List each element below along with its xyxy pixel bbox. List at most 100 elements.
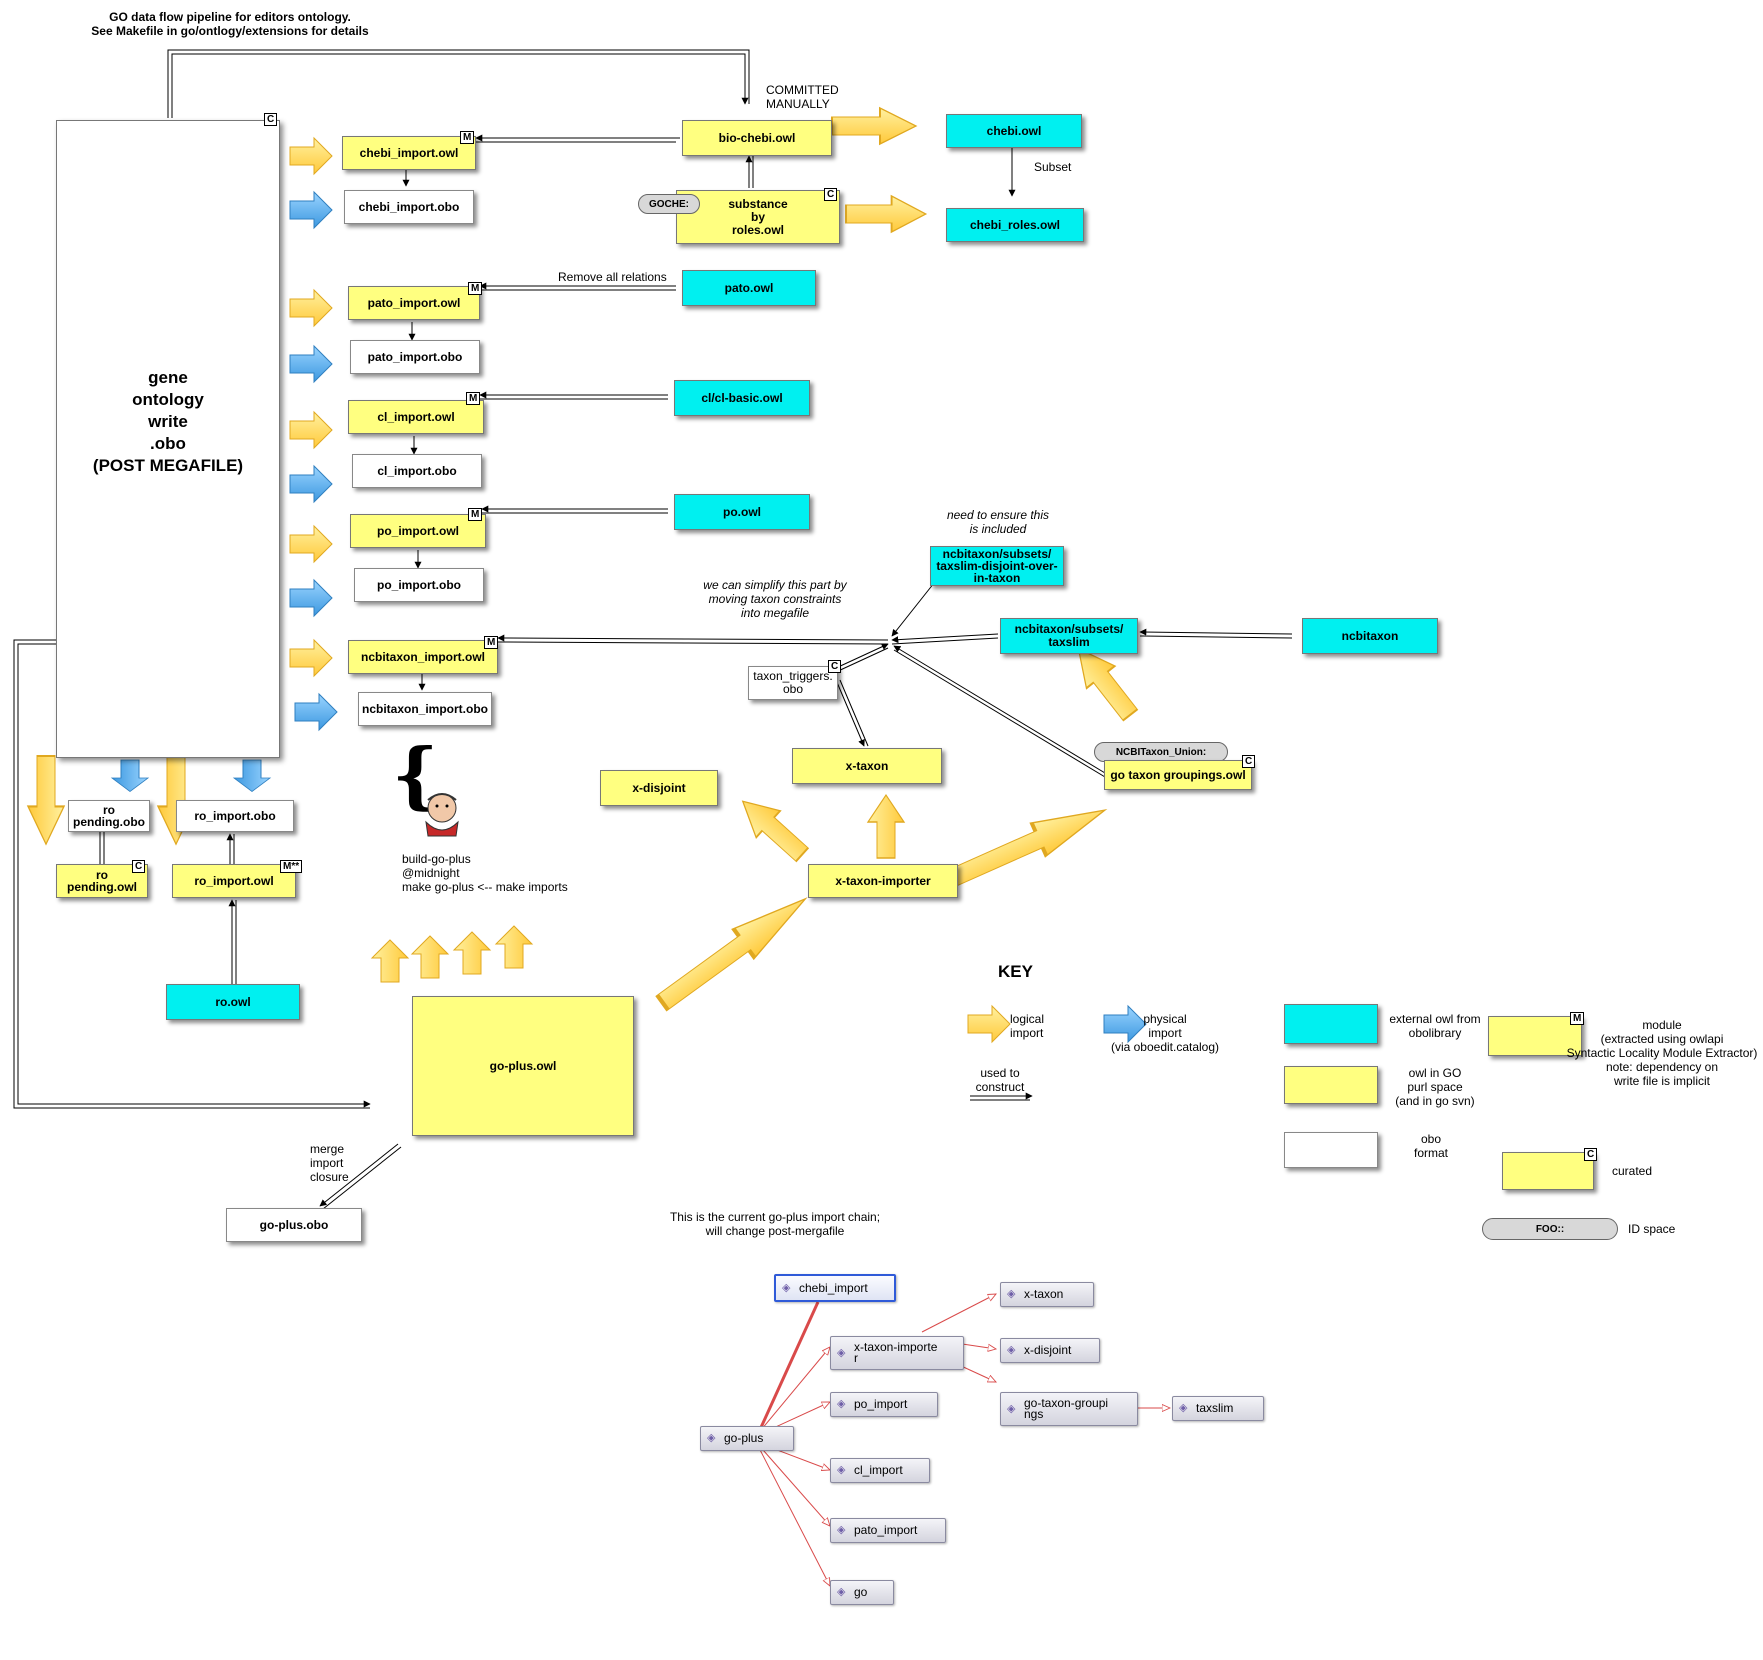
pg-node-go[interactable]: ◈go [830,1580,894,1605]
build-note-1: build-go-plus [402,852,471,866]
node-bio-chebi-owl[interactable]: bio-chebi.owl [682,120,832,156]
header-line-1: GO data flow pipeline for editors ontolo… [109,10,351,24]
node-go-plus-obo[interactable]: go-plus.obo [226,1208,362,1242]
node-taxslim-disjoint[interactable]: ncbitaxon/subsets/ taxslim-disjoint-over… [930,546,1064,586]
pg-label-x-taxon-importer-2: r [854,1351,858,1365]
key-physical-3: (via oboedit.catalog) [1110,1040,1220,1054]
edge-disjoint-to-hub [891,577,939,637]
node-cl-import-obo[interactable]: cl_import.obo [352,454,482,488]
node-chebi-import-owl[interactable]: chebi_import.owl [342,136,476,170]
physical-arrow-cl [289,465,333,503]
key-logical-2: import [1010,1026,1044,1040]
editors-file-box[interactable]: gene ontology write .obo (POST MEGAFILE) [56,120,280,758]
key-physical-1: physical [1143,1012,1187,1026]
node-pato-owl[interactable]: pato.owl [682,270,816,306]
ro-pending-obo-line-2: pending.obo [73,815,145,829]
node-ncbitaxon[interactable]: ncbitaxon [1302,618,1438,654]
key-curated-swatch [1502,1152,1594,1190]
key-module-4: note: dependency on [1605,1060,1719,1074]
key-id-space-label: ID space [1628,1222,1676,1236]
node-pato-import-obo[interactable]: pato_import.obo [350,340,480,374]
key-owl-in-go-swatch [1284,1066,1378,1104]
pg-node-taxslim[interactable]: ◈taxslim [1172,1396,1264,1421]
id-space-goche: GOCHE: [638,194,700,214]
node-chebi-roles-owl[interactable]: chebi_roles.owl [946,208,1084,242]
key-obo-swatch [1284,1132,1378,1168]
node-x-disjoint[interactable]: x-disjoint [600,770,718,806]
key-module-3: Syntactic Locality Module Extractor) [1566,1046,1758,1060]
node-chebi-import-obo[interactable]: chebi_import.obo [344,190,474,224]
node-ro-import-owl[interactable]: ro_import.owl [172,864,296,898]
taxslim-line-1: ncbitaxon/subsets/ [1014,622,1124,636]
node-go-plus-owl[interactable]: go-plus.owl [412,996,634,1136]
node-ro-owl[interactable]: ro.owl [166,984,300,1020]
ontology-icon: ◈ [837,1524,846,1536]
pg-label-go-taxon-groupings-1: go-taxon-groupi [1024,1396,1109,1410]
editors-file-title-5: (POST MEGAFILE) [92,456,244,475]
node-cl-basic-owl[interactable]: cl/cl-basic.owl [674,380,810,416]
pg-label-x-taxon-importer-1: x-taxon-importe [854,1340,938,1354]
key-external-2: obolibrary [1408,1026,1462,1040]
curated-badge: C [1584,1148,1598,1161]
pg-node-chebi-import[interactable]: ◈chebi_import [774,1274,896,1302]
physical-arrow-chebi [289,191,333,229]
logical-arrow-go-plus-to-x-taxon-importer [650,882,818,1019]
committed-note-1: COMMITTED [766,83,839,97]
ontology-icon: ◈ [1007,1402,1016,1415]
node-chebi-owl[interactable]: chebi.owl [946,114,1082,148]
logical-arrow-pato [289,289,333,327]
edge-ncbitaxon-to-taxslim-double [1139,635,1293,639]
taxslim-line-2: taxslim [1048,635,1090,649]
editors-file-title-3: write [148,412,188,431]
simplify-note-3: into megafile [740,606,810,620]
physical-arrow-pato [289,345,333,383]
build-note-2: @midnight [402,866,460,880]
pg-node-pato-import[interactable]: ◈pato_import [830,1518,946,1543]
node-ncbitaxon-import-obo[interactable]: ncbitaxon_import.obo [358,692,492,726]
edge-taxon-triggers-to-x-taxon-double [839,679,869,747]
ontology-icon: ◈ [1007,1344,1016,1356]
node-taxon-triggers-obo[interactable]: taxon_triggers. obo [748,666,838,700]
node-substance-by-roles-owl[interactable]: substance by roles.owl [676,190,840,244]
key-module-5: write file is implicit [1613,1074,1710,1088]
node-ro-pending-obo[interactable]: ro pending.obo [68,800,150,832]
taxon-triggers-line-2: obo [782,682,804,696]
pg-node-cl-import[interactable]: ◈cl_import [830,1458,930,1483]
node-x-taxon[interactable]: x-taxon [792,748,942,784]
pg-node-x-taxon[interactable]: ◈x-taxon [1000,1282,1094,1307]
pg-label-x-disjoint: x-disjoint [1024,1343,1072,1357]
edge-go-plus-owl-to-obo [319,1143,399,1207]
node-x-taxon-importer[interactable]: x-taxon-importer [808,864,958,898]
physical-arrow-po [289,579,333,617]
key-external-swatch [1284,1004,1378,1044]
node-pato-import-owl[interactable]: pato_import.owl [348,286,480,320]
node-go-taxon-groupings-owl[interactable]: go taxon groupings.owl [1104,760,1252,790]
pg-node-go-plus[interactable]: ◈go-plus [700,1426,794,1451]
pg-edge-go-plus-x-taxon-importer [755,1347,830,1437]
ontology-icon: ◈ [837,1398,846,1410]
key-curated-label: curated [1612,1164,1653,1178]
simplify-note-1: we can simplify this part by [703,578,847,592]
node-ro-import-obo[interactable]: ro_import.obo [176,800,294,832]
curated-badge: C [824,188,838,201]
merge-note-3: closure [310,1170,349,1184]
pg-node-x-disjoint[interactable]: ◈ x-disjoint [1000,1338,1100,1363]
key-physical-2: import [1148,1026,1182,1040]
node-cl-import-owl[interactable]: cl_import.owl [348,400,484,434]
key-module-swatch [1488,1016,1582,1056]
id-space-ncbitaxon-union: NCBITaxon_Union: [1094,742,1228,762]
physical-arrow-down-ro-pending [111,759,149,792]
node-po-import-owl[interactable]: po_import.owl [350,514,486,548]
edge-taxon-triggers-to-hub [835,643,889,669]
pg-node-po-import[interactable]: ◈po_import [830,1392,938,1417]
node-po-import-obo[interactable]: po_import.obo [354,568,484,602]
node-po-owl[interactable]: po.owl [674,494,810,530]
physical-arrow-ncbitaxon [294,693,338,731]
subset-label: Subset [1034,160,1072,174]
key-external-1: external owl from [1389,1012,1481,1026]
node-taxslim[interactable]: ncbitaxon/subsets/ taxslim [1000,618,1138,654]
merge-note-1: merge [310,1142,345,1156]
node-ncbitaxon-import-owl[interactable]: ncbitaxon_import.owl [348,640,498,674]
